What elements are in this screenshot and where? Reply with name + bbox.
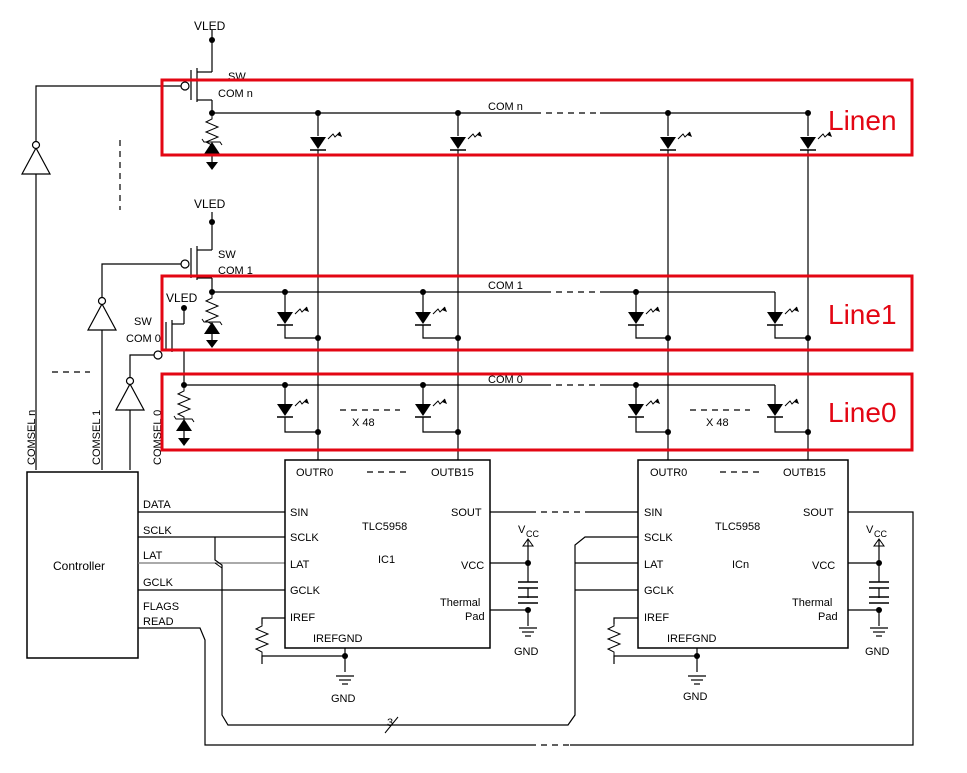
icn-thermal-2: Pad (818, 611, 838, 623)
multiplier-label-ic1: X 48 (352, 417, 375, 429)
ic1-pin-sclk: SCLK (290, 532, 319, 544)
switch-com-1: VLED SW COM 1 (101, 197, 253, 300)
comsel-n-label: COMSEL n (26, 410, 38, 465)
com-1-net: COM 1 (201, 278, 811, 348)
controller-block: Controller DATA SCLK LAT GCLK FLAGS READ (26, 471, 179, 659)
com-1-net-label: COM 1 (488, 280, 523, 292)
vled-label-0: VLED (166, 291, 198, 305)
controller-pin-flags: FLAGS (143, 601, 179, 613)
ic1: OUTR0 OUTB15 SIN SCLK LAT GCLK IREF TLC5… (284, 459, 491, 649)
icn-pin-sclk: SCLK (644, 532, 673, 544)
line-highlights: Linen Line1 Line0 (160, 78, 914, 452)
ic1-pin-iref: IREF (290, 612, 315, 624)
com-n-net-label: COM n (488, 101, 523, 113)
icn: OUTR0 OUTB15 SIN SCLK LAT GCLK IREF TLC5… (637, 459, 849, 649)
ic1-thermal-1: Thermal (440, 597, 480, 609)
icn-pin-sin: SIN (644, 507, 662, 519)
ic1-thermal-2: Pad (465, 611, 485, 623)
comsel-1-label: COMSEL 1 (91, 410, 103, 465)
ic1-vcc-v: V (518, 524, 526, 536)
icn-pin-vcc: VCC (812, 560, 835, 572)
line-n-label: Linen (828, 105, 897, 136)
switch-com-label-1: COM 1 (218, 265, 253, 277)
ic1-name: IC1 (378, 554, 395, 566)
ic1-part: TLC5958 (362, 521, 407, 533)
controller-pin-sclk: SCLK (143, 525, 172, 537)
icn-gnd-label: GND (865, 646, 890, 658)
icn-vcc-v: V (866, 524, 874, 536)
com-0-net-label: COM 0 (488, 374, 523, 386)
switch-com-n: VLED SW COM n (35, 19, 253, 148)
icn-pin-gclk: GCLK (644, 585, 675, 597)
com-n-net: COM n (201, 101, 833, 170)
icn-iref-gnd-label: GND (683, 691, 708, 703)
icn-out-last: OUTB15 (783, 467, 826, 479)
ic1-pin-lat: LAT (290, 559, 310, 571)
icn-iref-gnd: IREFGND (667, 633, 717, 645)
buffer-icon-n (21, 140, 51, 175)
ic1-out-first: OUTR0 (296, 467, 333, 479)
ic1-pin-sin: SIN (290, 507, 308, 519)
icn-pin-sout: SOUT (803, 507, 834, 519)
ic1-vcc-sub: CC (526, 529, 539, 539)
icn-supply: V CC GND GND (607, 524, 890, 703)
controller-pin-gclk: GCLK (143, 577, 174, 589)
sw-label-1: SW (218, 249, 236, 261)
ic1-iref-gnd-label: GND (331, 693, 356, 705)
controller-pin-read: READ (143, 616, 174, 628)
icn-pin-lat: LAT (644, 559, 664, 571)
controller-pin-lat: LAT (143, 550, 163, 562)
line-1-label: Line1 (828, 299, 897, 330)
icn-thermal-1: Thermal (792, 597, 832, 609)
line-0-label: Line0 (828, 397, 897, 428)
ic1-gnd-label: GND (514, 646, 539, 658)
ic1-iref-gnd: IREFGND (313, 633, 363, 645)
line-n-box (160, 78, 914, 157)
switch-com-label-n: COM n (218, 88, 253, 100)
output-columns (317, 150, 809, 460)
vled-label-1: VLED (194, 197, 226, 211)
icn-part: TLC5958 (715, 521, 760, 533)
line-0-box (160, 372, 914, 452)
icn-out-first: OUTR0 (650, 467, 687, 479)
comsel-buffers: COMSEL n COMSEL 1 COMSEL 0 (21, 140, 164, 470)
led-icon (309, 131, 343, 151)
switch-com-0: VLED SW COM 0 (126, 291, 198, 385)
switch-com-label-0: COM 0 (126, 333, 161, 345)
ic1-pin-sout: SOUT (451, 507, 482, 519)
multiplier-label-icn: X 48 (706, 417, 729, 429)
ic1-pin-vcc: VCC (461, 560, 484, 572)
ic1-pin-gclk: GCLK (290, 585, 321, 597)
ic1-out-last: OUTB15 (431, 467, 474, 479)
ic1-supply: V CC GND GND (255, 524, 539, 705)
controller-title: Controller (53, 559, 105, 573)
sw-label-0: SW (134, 316, 152, 328)
controller-pin-data: DATA (143, 499, 171, 511)
com-0-net: COM 0 X 48 X 48 (173, 374, 811, 446)
bus-width-label: 3 (387, 717, 393, 729)
controller-wiring: 3 (138, 511, 914, 746)
icn-pin-iref: IREF (644, 612, 669, 624)
vled-label-n: VLED (194, 19, 226, 33)
icn-vcc-sub: CC (874, 529, 887, 539)
line-1-box (160, 274, 914, 352)
icn-name: ICn (732, 559, 749, 571)
